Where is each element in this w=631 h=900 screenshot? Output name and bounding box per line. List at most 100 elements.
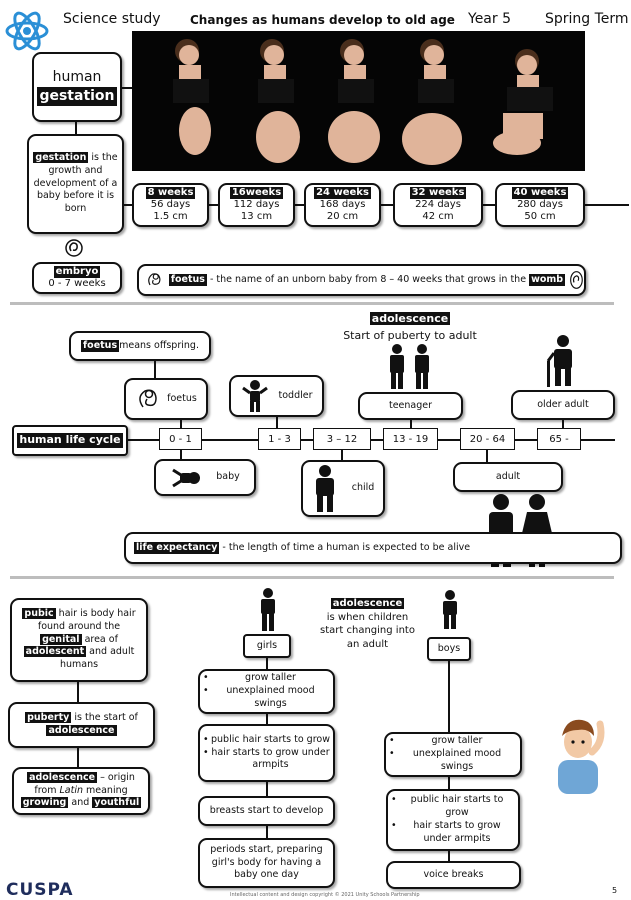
gestation-title-word2: gestation: [37, 87, 117, 106]
list-item: public hair starts to grow: [391, 794, 515, 820]
girls-changes-3: breasts start to develop: [198, 796, 335, 826]
pubic-hair-definition: pubic hair is body hair found around the…: [10, 598, 148, 682]
page-number: 5: [612, 886, 618, 895]
stage-baby: baby: [154, 459, 256, 496]
stage-size: 50 cm: [524, 211, 556, 222]
age-range-1-3: 1 - 3: [258, 428, 301, 450]
genital-term: genital: [40, 633, 82, 645]
stage-teenager: teenager: [358, 392, 463, 420]
adolescence-when: adolescence is when children start chang…: [320, 597, 415, 651]
puberty-text: is the start of: [71, 712, 138, 724]
womb-icon: [570, 271, 583, 289]
stage-foetus: foetus: [124, 378, 208, 420]
gestation-title-box: human gestation: [32, 52, 122, 122]
stage-size: 13 cm: [240, 211, 273, 222]
life-expectancy-box: life expectancy - the length of time a h…: [124, 532, 622, 564]
stage-16-weeks: 16weeks 112 days 13 cm: [218, 183, 295, 227]
stage-label: child: [351, 482, 375, 494]
life-cycle-title-box: human life cycle: [12, 425, 128, 456]
boys-label-box: boys: [427, 637, 471, 661]
adolescence-origin: adolescence – origin from Latin meaning …: [12, 767, 150, 815]
term-label: Spring Term: [545, 11, 629, 27]
origin-latin: Latin: [59, 784, 83, 796]
girls-changes-1: grow tallerunexplained mood swings: [198, 669, 335, 714]
youthful-term: youthful: [92, 797, 142, 809]
stage-label: baby: [216, 471, 240, 483]
girls-label: girls: [256, 639, 278, 651]
list-item: hair starts to grow under armpits: [391, 820, 515, 846]
stage-weeks: 24 weeks: [314, 187, 371, 199]
girls-periods-text: periods start, preparing girl's body for…: [210, 843, 323, 881]
logo-text: CUSPA: [6, 880, 74, 900]
foetus-icon: [139, 389, 157, 408]
stage-days: 112 days: [233, 199, 280, 210]
timeline-axis: [128, 439, 615, 441]
baby-icon: [172, 468, 201, 487]
adolescence-when-text: is when children start changing into an …: [320, 611, 415, 650]
foetus-icon: [148, 273, 161, 286]
age-range-13-19: 13 - 19: [383, 428, 438, 450]
adolescence-subtitle: Start of puberty to adult: [343, 328, 477, 342]
topic-title: Changes as humans develop to old age: [190, 13, 455, 27]
foetus-means-text: means offspring.: [119, 339, 199, 351]
boy-cartoon-icon: [558, 719, 605, 794]
life-expectancy-term: life expectancy: [134, 541, 220, 555]
stage-weeks: 32 weeks: [409, 187, 467, 199]
child-icon: [315, 464, 334, 512]
atom-icon: [5, 11, 49, 51]
womb-term: womb: [529, 273, 566, 287]
adolescent-term: adolescent: [23, 646, 87, 658]
life-expectancy-text: - the length of time a human is expected…: [219, 541, 471, 553]
stage-label: teenager: [388, 399, 433, 411]
boys-label: boys: [437, 642, 461, 654]
boys-changes-1: grow tallerunexplained mood swings: [384, 732, 522, 777]
list-item: unexplained mood swings: [389, 748, 517, 774]
subject-title: Science study: [63, 11, 161, 27]
cuspa-logo: CUSPA: [6, 880, 74, 900]
origin-term: adolescence: [27, 771, 98, 783]
pubic-text-1: hair is body hair found around the: [37, 607, 136, 632]
stage-days: 56 days: [150, 199, 191, 210]
foetus-means-term: foetus: [81, 339, 120, 353]
age-range-0-1: 0 - 1: [159, 428, 202, 450]
embryo-icon: [65, 239, 83, 257]
foetus-definition-text: - the name of an unborn baby from 8 – 40…: [206, 273, 530, 285]
list-item: hair starts to grow under armpits: [203, 747, 330, 773]
list-item: grow taller: [389, 735, 517, 748]
stage-days: 224 days: [415, 199, 461, 210]
puberty-definition: puberty is the start of adolescence: [8, 702, 155, 748]
girl-icon: [261, 588, 275, 631]
stage-weeks: 40 weeks: [511, 187, 569, 199]
stage-days: 280 days: [517, 199, 563, 210]
adolescence-heading: adolescence Start of puberty to adult: [330, 311, 490, 344]
boys-changes-2: public hair starts to growhair starts to…: [386, 789, 520, 851]
pubic-text-2: area of: [81, 633, 118, 645]
life-cycle-title: human life cycle: [17, 433, 123, 448]
stage-weeks: 8 weeks: [145, 187, 196, 199]
pubic-term: pubic: [22, 607, 56, 619]
list-item: unexplained mood swings: [203, 685, 330, 711]
toddler-icon: [241, 380, 268, 412]
pregnancy-photo-strip: [132, 31, 585, 171]
embryo-range: 0 - 7 weeks: [48, 278, 106, 289]
older-adult-icon: [546, 335, 572, 387]
adolescence-when-term: adolescence: [330, 598, 405, 609]
origin-text-1: – origin from: [34, 771, 135, 796]
stage-older-adult: older adult: [511, 390, 615, 420]
gestation-term: gestation: [33, 151, 89, 163]
girls-label-box: girls: [243, 634, 291, 658]
gestation-definition: gestation is the growth and development …: [27, 134, 124, 234]
age-range-3-12: 3 – 12: [313, 428, 371, 450]
stage-24-weeks: 24 weeks 168 days 20 cm: [304, 183, 381, 227]
embryo-box: embryo 0 - 7 weeks: [32, 262, 122, 294]
stage-label: adult: [495, 470, 521, 482]
stage-size: 1.5 cm: [153, 211, 188, 222]
gestation-title-word1: human: [52, 69, 102, 86]
origin-and: and: [68, 797, 93, 809]
pubic-text-3: and adult humans: [59, 646, 135, 671]
gestation-definition-text: is the growth and development of a baby …: [33, 151, 118, 215]
boys-changes-3: voice breaks: [386, 861, 521, 889]
embryo-term: embryo: [53, 265, 101, 278]
foetus-definition-box: foetus - the name of an unborn baby from…: [137, 264, 586, 296]
teenagers-icon: [390, 344, 429, 389]
